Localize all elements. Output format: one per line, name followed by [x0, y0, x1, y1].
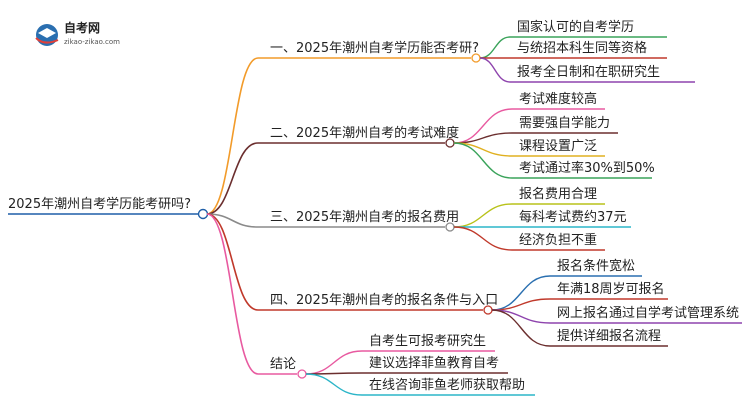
root-node[interactable]: 2025年潮州自考学历能考研吗?: [8, 196, 209, 220]
leaf-1-3-connector: [479, 57, 511, 83]
branch-1-knob: [471, 53, 481, 63]
branch-2-knob: [445, 138, 455, 148]
logo: 自考网 zikao-zikao.com: [35, 20, 120, 46]
leaf-4-4-connector: [491, 309, 551, 347]
branch-5[interactable]: 结论 自考生可报考研究生 建议选择菲鱼教育自考 在线咨询菲鱼老师获取帮助: [258, 334, 535, 396]
leaf-3-2-label: 每科考试费约37元: [519, 209, 627, 225]
cap-shape: [38, 28, 56, 38]
leaf-3-3-connector: [453, 226, 513, 251]
branch-4[interactable]: 四、2025年潮州自考的报名条件与入口 报名条件宽松 年满18周岁可报名 网上报…: [258, 258, 742, 347]
leaf-4-4-label: 提供详细报名流程: [557, 328, 661, 344]
root-label: 2025年潮州自考学历能考研吗?: [8, 196, 191, 212]
leaf-2-4-connector: [453, 142, 513, 179]
logo-swoosh: [35, 37, 59, 44]
leaf-1-1-label: 国家认可的自考学历: [517, 19, 634, 35]
leaf-3-1-connector: [453, 203, 513, 228]
leaf-3-1-label: 报名费用合理: [519, 186, 597, 202]
branch-2-label: 二、2025年潮州自考的考试难度: [270, 125, 459, 141]
branch-3-knob: [445, 222, 455, 232]
leaf-3-3-label: 经济负担不重: [519, 232, 597, 248]
leaf-5-3-connector: [305, 373, 363, 396]
branch-4-label: 四、2025年潮州自考的报名条件与入口: [270, 292, 498, 308]
logo-title: 自考网: [64, 20, 100, 35]
leaf-4-1-label: 报名条件宽松: [557, 258, 635, 274]
logo-url: zikao-zikao.com: [64, 38, 120, 46]
leaf-1-3-label: 报考全日制和在职研究生: [517, 64, 660, 80]
branch-3-connector: [206, 213, 259, 228]
branch-1-connector: [206, 57, 259, 215]
leaf-1-1-connector: [479, 36, 511, 59]
branch-1-label: 一、2025年潮州自考学历能否考研?: [270, 40, 479, 56]
leaf-5-3-label: 在线咨询菲鱼老师获取帮助: [369, 377, 525, 393]
branch-3[interactable]: 三、2025年潮州自考的报名费用 报名费用合理 每科考试费约37元 经济负担不重: [258, 186, 631, 251]
leaf-1-2-label: 与统招本科生同等资格: [517, 40, 647, 56]
leaf-2-1-label: 考试难度较高: [519, 91, 597, 107]
leaf-2-3-label: 课程设置广泛: [519, 139, 597, 154]
leaf-2-4-label: 考试通过率30%到50%: [519, 160, 655, 176]
branch-2[interactable]: 二、2025年潮州自考的考试难度 考试难度较高 需要强自学能力 课程设置广泛 考…: [258, 91, 655, 179]
branch-5-connector: [206, 213, 259, 375]
branch-4-knob: [483, 305, 493, 315]
branch-2-connector: [206, 142, 259, 215]
leaf-5-1-label: 自考生可报考研究生: [369, 334, 486, 349]
leaf-4-2-label: 年满18周岁可报名: [557, 281, 665, 297]
branch-1[interactable]: 一、2025年潮州自考学历能否考研? 国家认可的自考学历 与统招本科生同等资格 …: [258, 19, 695, 83]
branch-4-connector: [206, 213, 259, 311]
leaf-4-3-label: 网上报名通过自学考试管理系统: [557, 305, 739, 321]
leaf-2-2-label: 需要强自学能力: [519, 115, 610, 131]
branch-5-label: 结论: [270, 357, 296, 372]
branch-5-knob: [297, 369, 307, 379]
leaf-5-1-connector: [305, 350, 363, 375]
connector-lines: [206, 57, 259, 375]
branch-3-label: 三、2025年潮州自考的报名费用: [270, 209, 459, 225]
root-connector-knob: [197, 208, 209, 220]
leaf-5-2-label: 建议选择菲鱼教育自考: [369, 355, 499, 371]
